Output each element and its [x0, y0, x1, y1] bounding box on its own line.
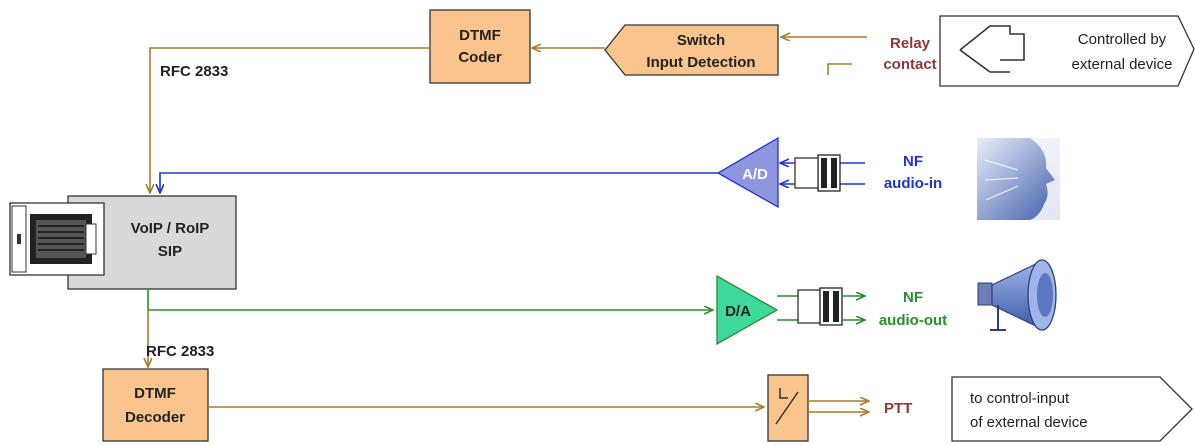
- ad-to-voip-line: [160, 172, 718, 192]
- coder-to-voip-line: [150, 47, 430, 192]
- horn-loudspeaker-icon: [977, 259, 1057, 331]
- svg-text:Relay: Relay: [890, 35, 931, 52]
- external-switch-icon: [959, 25, 1025, 73]
- svg-text:DTMF: DTMF: [134, 385, 176, 402]
- svg-text:SIP: SIP: [158, 243, 182, 260]
- svg-text:Decoder: Decoder: [125, 409, 185, 426]
- transformer-in-icon: [781, 154, 865, 192]
- svg-text:NF: NF: [903, 153, 923, 170]
- svg-text:of external device: of external device: [970, 414, 1088, 431]
- nf-audio-in-label: NF audio-in: [884, 153, 942, 192]
- rfc-top-label: RFC 2833: [160, 63, 228, 80]
- svg-text:NF: NF: [903, 289, 923, 306]
- rfc-bottom-label: RFC 2833: [146, 343, 214, 360]
- rj45-jack-icon: [11, 205, 97, 273]
- relay-contact-lines: [782, 37, 867, 75]
- svg-text:VoIP / RoIP: VoIP / RoIP: [131, 220, 210, 237]
- svg-text:DTMF: DTMF: [459, 27, 501, 44]
- svg-text:contact: contact: [883, 56, 936, 73]
- svg-text:audio-out: audio-out: [879, 312, 947, 329]
- ad-converter-block: A/D: [716, 136, 779, 209]
- da-converter-block: D/A: [716, 274, 779, 346]
- ptt-label: PTT: [884, 400, 912, 417]
- to-control-input-callout: to control-input of external device: [951, 376, 1193, 442]
- speaking-person-icon: [977, 138, 1060, 220]
- svg-text:audio-in: audio-in: [884, 175, 942, 192]
- relay-contact-label: Relay contact: [883, 35, 936, 73]
- relay-switch-icon: [767, 374, 868, 442]
- svg-text:Input Detection: Input Detection: [646, 54, 755, 71]
- controlled-label-line2: external device: [1072, 56, 1173, 73]
- svg-text:Switch: Switch: [677, 32, 725, 49]
- switch-input-detection-block: Switch Input Detection: [604, 24, 779, 76]
- svg-text:D/A: D/A: [725, 303, 751, 320]
- controlled-by-callout: Controlled by external device: [939, 15, 1195, 87]
- transformer-out-icon: [777, 287, 864, 326]
- controlled-label-line1: Controlled by: [1078, 31, 1167, 48]
- dtmf-coder-block: DTMF Coder: [429, 9, 531, 84]
- svg-text:Coder: Coder: [458, 49, 502, 66]
- svg-text:A/D: A/D: [742, 166, 768, 183]
- svg-text:to control-input: to control-input: [970, 390, 1070, 407]
- nf-audio-out-label: NF audio-out: [879, 289, 947, 329]
- voip-to-da-line: [147, 289, 712, 310]
- dtmf-decoder-block: DTMF Decoder: [102, 368, 209, 442]
